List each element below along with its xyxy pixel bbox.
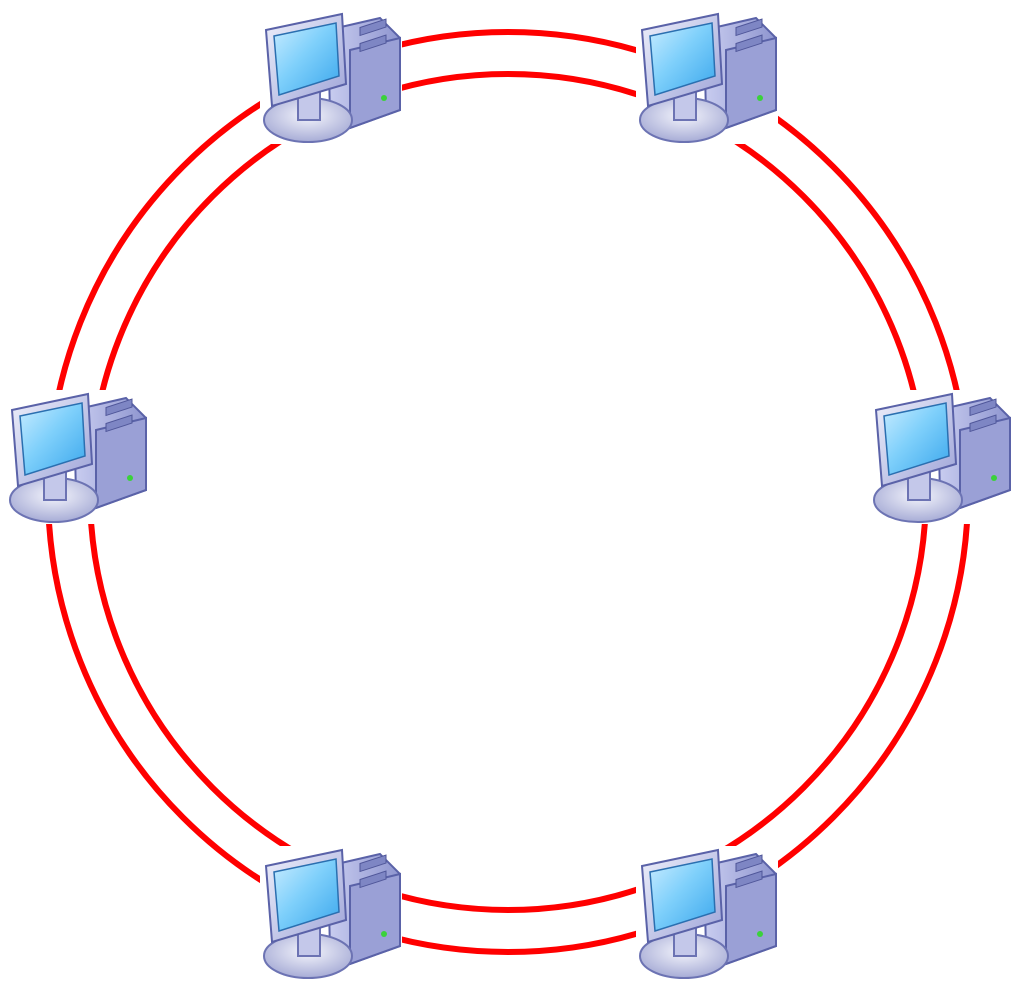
outer-ring	[48, 32, 968, 952]
inner-ring	[90, 74, 926, 910]
computer-node-top-left[interactable]	[260, 10, 402, 144]
computer-node-top-right[interactable]	[636, 10, 778, 144]
computer-node-bottom-left[interactable]	[260, 846, 402, 980]
computer-node-bottom-right[interactable]	[636, 846, 778, 980]
computer-node-left[interactable]	[6, 390, 148, 524]
computer-node-right[interactable]	[870, 390, 1011, 524]
